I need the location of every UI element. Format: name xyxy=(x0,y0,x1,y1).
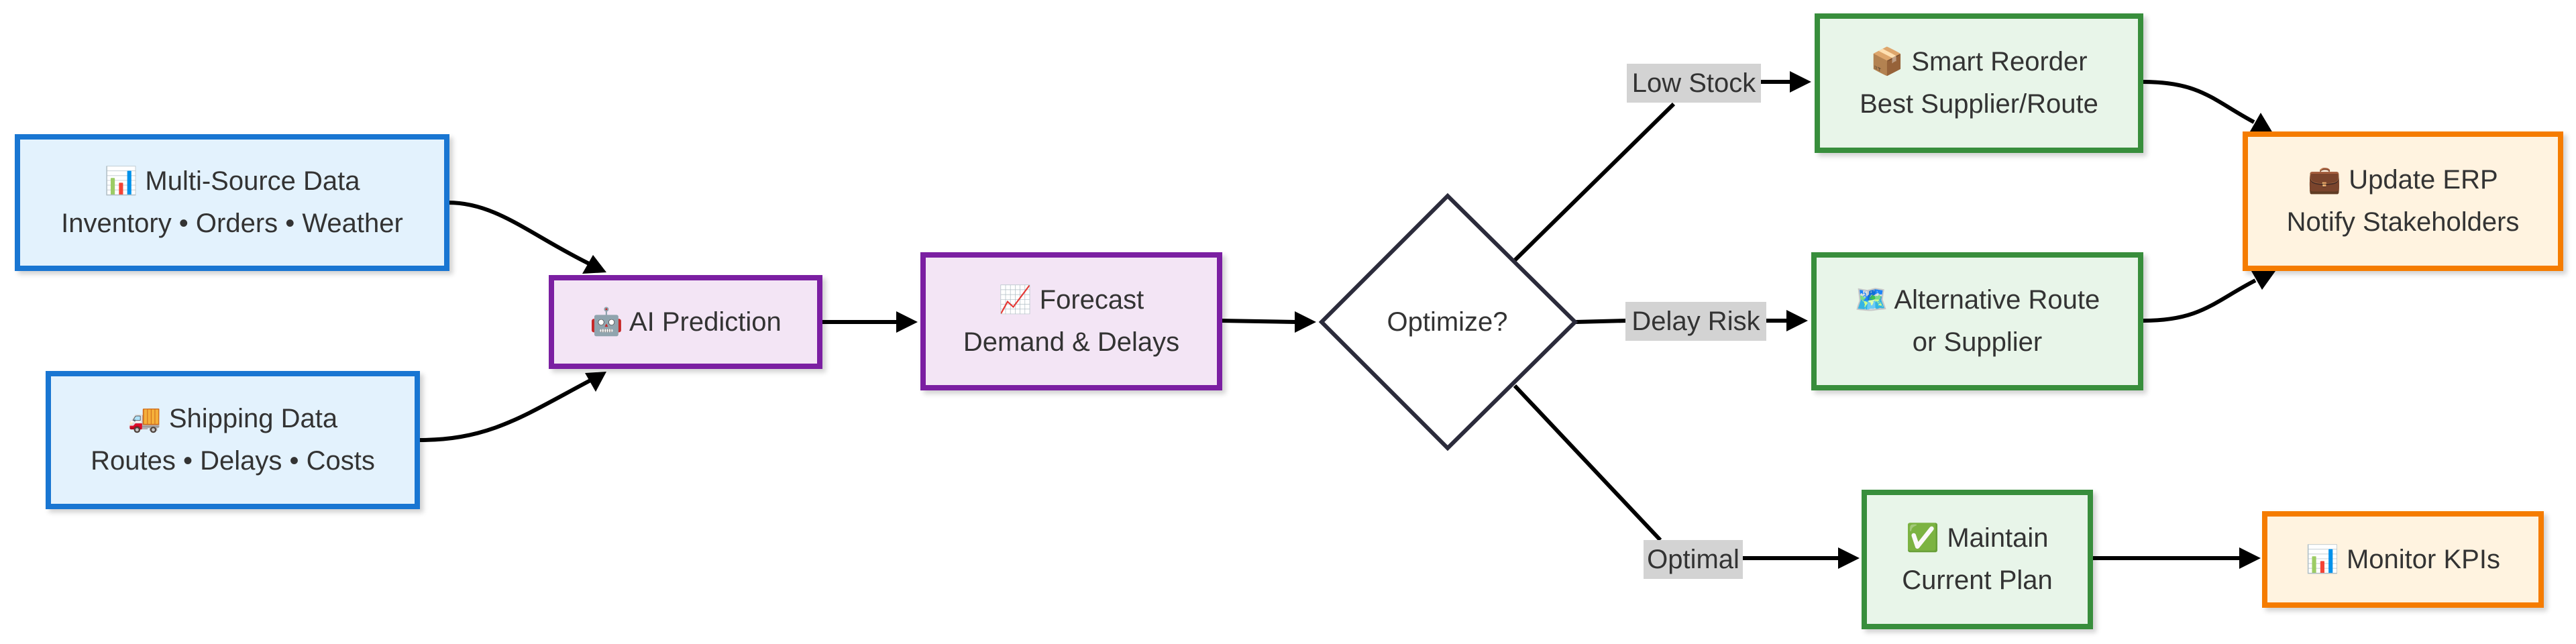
multi-source-data-node: 📊 Multi-Source Data Inventory • Orders •… xyxy=(15,134,449,271)
update-erp-subtitle: Notify Stakeholders xyxy=(2286,207,2520,237)
forecast-title: 📈 Forecast xyxy=(998,285,1144,315)
map-icon: 🗺️ xyxy=(1854,285,1888,315)
trend-chart-icon: 📈 xyxy=(998,285,1032,315)
update-erp-title: 💼 Update ERP xyxy=(2308,165,2498,195)
forecast-subtitle: Demand & Delays xyxy=(963,327,1180,357)
arrowhead-shipping-to-ai xyxy=(585,372,606,392)
edge-decision-to-low-stock xyxy=(1513,102,1676,262)
arrowhead-forecast-to-decision xyxy=(1295,311,1316,333)
monitor-kpis-title: 📊 Monitor KPIs xyxy=(2306,544,2500,574)
arrowhead-to-monitor xyxy=(2239,547,2261,569)
ai-prediction-title: 🤖 AI Prediction xyxy=(590,307,782,337)
maintain-subtitle: Current Plan xyxy=(1902,566,2053,595)
forecast-node: 📈 Forecast Demand & Delays xyxy=(920,252,1222,390)
shipping-data-subtitle: Routes • Delays • Costs xyxy=(91,446,375,476)
arrowhead-to-maintain xyxy=(1838,547,1860,569)
multi-source-data-title: 📊 Multi-Source Data xyxy=(104,166,360,196)
truck-icon: 🚚 xyxy=(127,404,162,433)
decision-diamond xyxy=(1318,193,1578,451)
shipping-data-node: 🚚 Shipping Data Routes • Delays • Costs xyxy=(46,371,420,509)
arrowhead-ai-to-forecast xyxy=(896,311,918,333)
check-icon: ✅ xyxy=(1906,523,1940,553)
maintain-title: ✅ Maintain xyxy=(1906,523,2049,553)
arrowhead-multi-source-to-ai xyxy=(582,255,606,274)
ai-prediction-node: 🤖 AI Prediction xyxy=(549,275,822,369)
briefcase-icon: 💼 xyxy=(2308,165,2342,195)
package-icon: 📦 xyxy=(1870,47,1904,76)
edge-label-low-stock: Low Stock xyxy=(1627,64,1761,103)
decision-label: Optimize? xyxy=(1387,307,1508,337)
edge-smart-reorder-to-erp xyxy=(2143,80,2255,124)
smart-reorder-node: 📦 Smart Reorder Best Supplier/Route xyxy=(1815,13,2143,153)
edge-forecast-to-decision xyxy=(1220,319,1297,324)
update-erp-node: 💼 Update ERP Notify Stakeholders xyxy=(2243,131,2563,271)
multi-source-data-subtitle: Inventory • Orders • Weather xyxy=(61,209,403,238)
edge-alt-route-to-erp xyxy=(2143,278,2257,323)
edge-label-delay-risk: Delay Risk xyxy=(1625,302,1766,341)
edge-decision-to-optimal xyxy=(1513,384,1662,542)
smart-reorder-subtitle: Best Supplier/Route xyxy=(1860,89,2098,119)
edge-shipping-to-ai xyxy=(419,378,592,442)
alternative-route-subtitle: or Supplier xyxy=(1912,327,2043,357)
edge-multi-source-to-ai xyxy=(447,201,592,266)
shipping-data-title: 🚚 Shipping Data xyxy=(127,404,338,433)
edge-label-optimal: Optimal xyxy=(1644,540,1743,579)
chart-icon: 📊 xyxy=(104,166,138,196)
arrowhead-alt-route-to-erp xyxy=(2251,271,2275,290)
alternative-route-node: 🗺️ Alternative Route or Supplier xyxy=(1811,252,2143,390)
monitor-kpis-node: 📊 Monitor KPIs xyxy=(2262,511,2544,608)
chart-icon: 📊 xyxy=(2306,544,2339,574)
alternative-route-title: 🗺️ Alternative Route xyxy=(1854,285,2100,315)
robot-icon: 🤖 xyxy=(590,307,624,337)
arrowhead-smart-reorder-to-erp xyxy=(2250,113,2273,133)
maintain-node: ✅ Maintain Current Plan xyxy=(1862,490,2093,629)
edge-decision-to-delay-risk xyxy=(1574,319,1627,324)
arrowhead-to-smart-reorder xyxy=(1790,71,1811,93)
smart-reorder-title: 📦 Smart Reorder xyxy=(1870,47,2088,76)
arrowhead-to-alt-route xyxy=(1786,310,1808,331)
